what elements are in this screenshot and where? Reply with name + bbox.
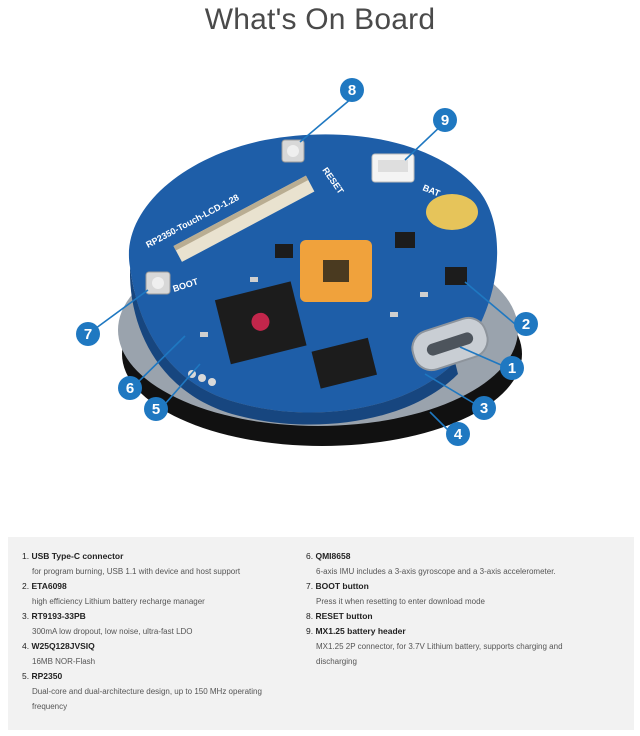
callout-label-3: 3 [480,400,488,417]
component-item-7: 7. BOOT button Press it when resetting t… [306,579,624,609]
reset-button-cap [287,145,299,157]
component-item-4: 4. W25Q128JVSIQ 16MB NOR-Flash [22,639,312,669]
callout-label-6: 6 [126,380,134,397]
component-desc: MX1.25 2P connector, for 3.7V Lithium ba… [316,642,563,651]
callout-circle-8 [340,78,364,102]
component-desc: Press it when resetting to enter downloa… [316,597,485,606]
component-num: 8. [306,611,314,621]
flash-chip [311,337,378,389]
callout-label-5: 5 [152,401,160,418]
callout-circle-3 [472,396,496,420]
callout-label-9: 9 [441,112,449,129]
component-item-6: 6. QMI8658 6-axis IMU includes a 3-axis … [306,549,624,579]
usb-c-connector [411,316,489,372]
component-num: 1. [22,551,30,561]
imu-chip [323,260,349,282]
component-name: RESET button [315,611,373,621]
page-title: What's On Board [204,3,436,36]
callout-label-7: 7 [84,326,92,343]
components-column-left: 1. USB Type-C connector for program burn… [22,549,312,714]
component-desc-cont: discharging [316,657,357,666]
callout-lines [87,97,516,435]
rp2350-chip [214,281,307,365]
component-name: W25Q128JVSIQ [31,641,95,651]
callout-circle-2 [514,312,538,336]
component-num: 5. [22,671,30,681]
battery-connector-slot [378,160,408,172]
callout-circle-9 [433,108,457,132]
component-desc: 300mA low dropout, low noise, ultra-fast… [32,627,193,636]
component-name: USB Type-C connector [31,551,124,561]
top-chip [395,232,415,248]
component-item-9: 9. MX1.25 battery header MX1.25 2P conne… [306,624,624,669]
callout-circle-5 [144,397,168,421]
callout-label-1: 1 [508,360,516,377]
components-column-right: 6. QMI8658 6-axis IMU includes a 3-axis … [306,549,624,669]
component-num: 2. [22,581,30,591]
component-num: 7. [306,581,314,591]
eta6098-chip [445,267,467,285]
callout-label-2: 2 [522,316,530,333]
board-figure: RP2350-Touch-LCD-1.28 RESET BAT BOOT [60,62,600,502]
boot-button-cap [152,277,164,289]
component-num: 4. [22,641,30,651]
component-name: ETA6098 [31,581,67,591]
callout-circle-1 [500,356,524,380]
component-name: RP2350 [31,671,63,681]
component-item-1: 1. USB Type-C connector for program burn… [22,549,312,579]
component-num: 9. [306,626,314,636]
component-item-3: 3. RT9193-33PB 300mA low dropout, low no… [22,609,312,639]
component-name: MX1.25 battery header [315,626,406,636]
fpc-connector [173,175,315,262]
component-name: BOOT button [315,581,369,591]
component-num: 6. [306,551,314,561]
component-name: RT9193-33PB [31,611,86,621]
callout-circle-6 [118,376,142,400]
callout-circle-7 [76,322,100,346]
component-desc: high efficiency Lithium battery recharge… [32,597,205,606]
components-list: 1. USB Type-C connector for program burn… [8,537,634,730]
component-item-5: 5. RP2350 Dual-core and dual-architectur… [22,669,312,714]
component-num: 3. [22,611,30,621]
battery-pad [426,194,478,230]
component-desc: Dual-core and dual-architecture design, … [32,687,262,696]
component-item-8: 8. RESET button [306,609,624,624]
component-desc: 16MB NOR-Flash [32,657,96,666]
mid-chip [275,244,293,258]
component-desc: for program burning, USB 1.1 with device… [32,567,241,576]
component-desc-cont: frequency [32,702,68,711]
board-illustration: RP2350-Touch-LCD-1.28 RESET BAT BOOT [76,78,538,446]
component-item-2: 2. ETA6098 high efficiency Lithium batte… [22,579,312,609]
component-name: QMI8658 [315,551,351,561]
component-desc: 6-axis IMU includes a 3-axis gyroscope a… [316,567,556,576]
callout-label-8: 8 [348,82,356,99]
callout-circle-4 [446,422,470,446]
callout-label-4: 4 [454,426,463,443]
